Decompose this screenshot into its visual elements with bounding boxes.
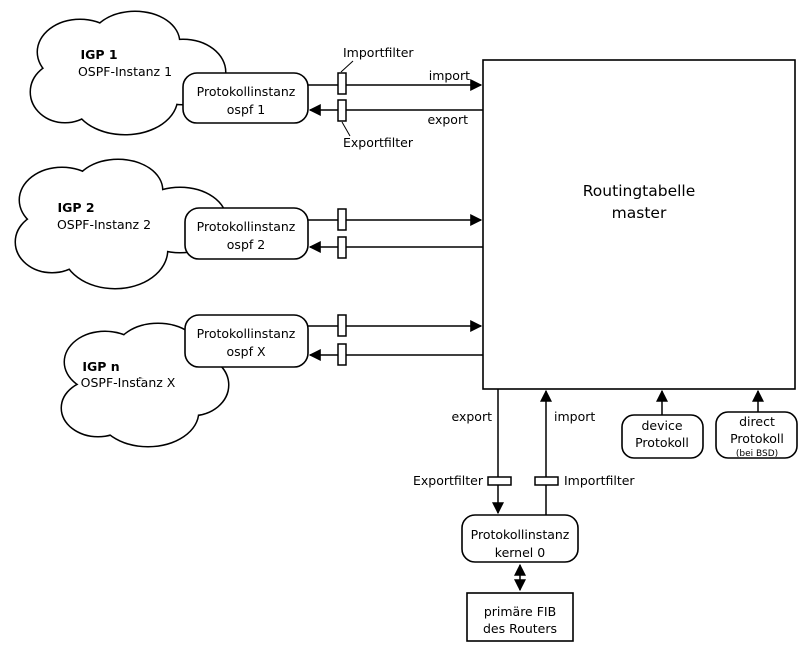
importfilter-top-label: Importfilter: [343, 45, 414, 60]
importfilter-callout-line: [340, 60, 354, 73]
export-top-label: export: [428, 112, 469, 127]
exportfilter-top-label: Exportfilter: [343, 135, 414, 150]
import-top-label: import: [429, 68, 470, 83]
cloud-igp-1-subtitle: OSPF-Instanz 1: [78, 64, 172, 79]
direct-box-note: (bei BSD): [736, 449, 778, 459]
ospfx-box-line1: Protokollinstanz: [197, 326, 296, 341]
routing-table-line2: master: [612, 204, 667, 222]
ospf2-import-filter-bar: [337, 208, 347, 231]
direct-box-line2: Protokoll: [730, 431, 784, 446]
cloud-igp-n-title: IGP n: [82, 359, 119, 374]
import-bottom-label: import: [554, 409, 595, 424]
ospf1-import-filter-bar: [337, 72, 347, 95]
cloud-igp-2-title: IGP 2: [57, 200, 94, 215]
routing-table-box: [482, 59, 796, 390]
kernel-export-filter-bar: [487, 476, 512, 486]
importfilter-bottom-label: Importfilter: [564, 473, 635, 488]
exportfilter-callout-line: [341, 121, 351, 137]
fib-box-line2: des Routers: [483, 621, 557, 636]
ospfx-box-line2: ospf X: [226, 344, 265, 359]
ospfx-box: [184, 314, 309, 368]
ospf2-export-filter-bar: [337, 236, 347, 259]
device-box-line2: Protokoll: [635, 435, 689, 450]
ospf2-box-line1: Protokollinstanz: [197, 219, 296, 234]
ospfx-export-filter-bar: [337, 343, 347, 366]
device-box-line1: device: [641, 418, 682, 433]
ospf1-box: [182, 72, 309, 124]
routing-table-line1: Routingtabelle: [583, 182, 696, 200]
kernel-import-filter-bar: [534, 476, 559, 486]
cloud-igp-1-title: IGP 1: [80, 47, 117, 62]
ospfx-import-filter-bar: [337, 314, 347, 337]
kernel-box-line1: Protokollinstanz: [471, 527, 570, 542]
export-bottom-label: export: [452, 409, 493, 424]
ospf1-export-filter-bar: [337, 99, 347, 122]
kernel-box: [461, 514, 579, 563]
cloud-igp-n-subtitle: OSPF-Instanz X: [81, 375, 176, 390]
fib-box: [466, 592, 574, 642]
device-box: [621, 414, 704, 459]
exportfilter-bottom-label: Exportfilter: [413, 473, 484, 488]
fib-box-line1: primäre FIB: [484, 604, 556, 619]
cloud-igp-2-subtitle: OSPF-Instanz 2: [57, 217, 151, 232]
ospf1-box-line2: ospf 1: [227, 102, 265, 117]
ospf1-box-line1: Protokollinstanz: [197, 84, 296, 99]
direct-box: [715, 411, 798, 459]
ospf2-box: [184, 207, 309, 260]
direct-box-line1: direct: [739, 414, 775, 429]
ospf2-box-line2: ospf 2: [227, 237, 265, 252]
kernel-box-line2: kernel 0: [495, 545, 545, 560]
